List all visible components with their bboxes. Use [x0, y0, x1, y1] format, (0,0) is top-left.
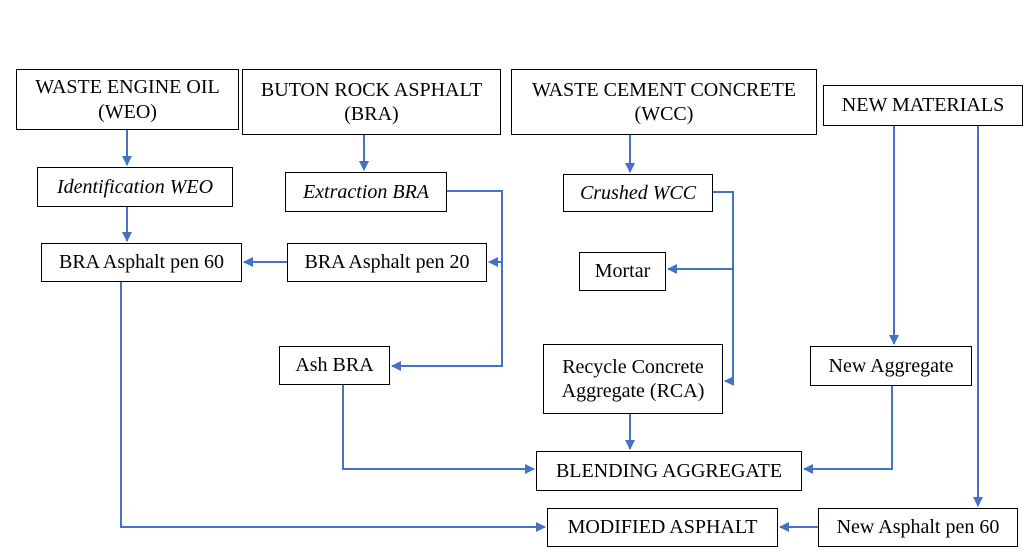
node-new-asphalt-pen-60: New Asphalt pen 60 [818, 508, 1018, 547]
node-extraction-bra: Extraction BRA [285, 172, 447, 212]
node-identification-weo: Identification WEO [37, 167, 233, 207]
arrow-extraction-bra-to-bra-asphalt-pen-20 [447, 190, 503, 267]
node-bra-asphalt-pen-20: BRA Asphalt pen 20 [287, 243, 487, 282]
node-waste-cement-concrete: WASTE CEMENT CONCRETE (WCC) [511, 69, 817, 135]
arrow-crushed-wcc-to-mortar [667, 191, 734, 274]
arrow-bra-asphalt-pen-60-to-modified-asphalt [120, 282, 546, 532]
node-buton-rock-asphalt: BUTON ROCK ASPHALT (BRA) [242, 69, 501, 135]
node-bra-asphalt-pen-60: BRA Asphalt pen 60 [41, 243, 242, 282]
node-modified-asphalt: MODIFIED ASPHALT [547, 508, 778, 547]
arrow-new-aggregate-to-blending-aggregate [803, 386, 893, 474]
node-new-materials: NEW MATERIALS [823, 85, 1023, 126]
node-new-aggregate: New Aggregate [810, 346, 972, 386]
node-blending-aggregate: BLENDING AGGREGATE [536, 451, 802, 491]
arrow-extraction-bra-to-ash-bra [391, 262, 503, 371]
node-ash-bra: Ash BRA [279, 346, 390, 385]
arrow-crushed-wcc-to-rca [724, 269, 734, 386]
node-mortar: Mortar [579, 252, 666, 291]
arrow-ash-bra-to-blending-aggregate [342, 385, 535, 474]
node-crushed-wcc: Crushed WCC [563, 174, 713, 212]
node-recycle-concrete-aggregate: Recycle Concrete Aggregate (RCA) [543, 344, 723, 414]
node-waste-engine-oil: WASTE ENGINE OIL (WEO) [16, 69, 239, 130]
